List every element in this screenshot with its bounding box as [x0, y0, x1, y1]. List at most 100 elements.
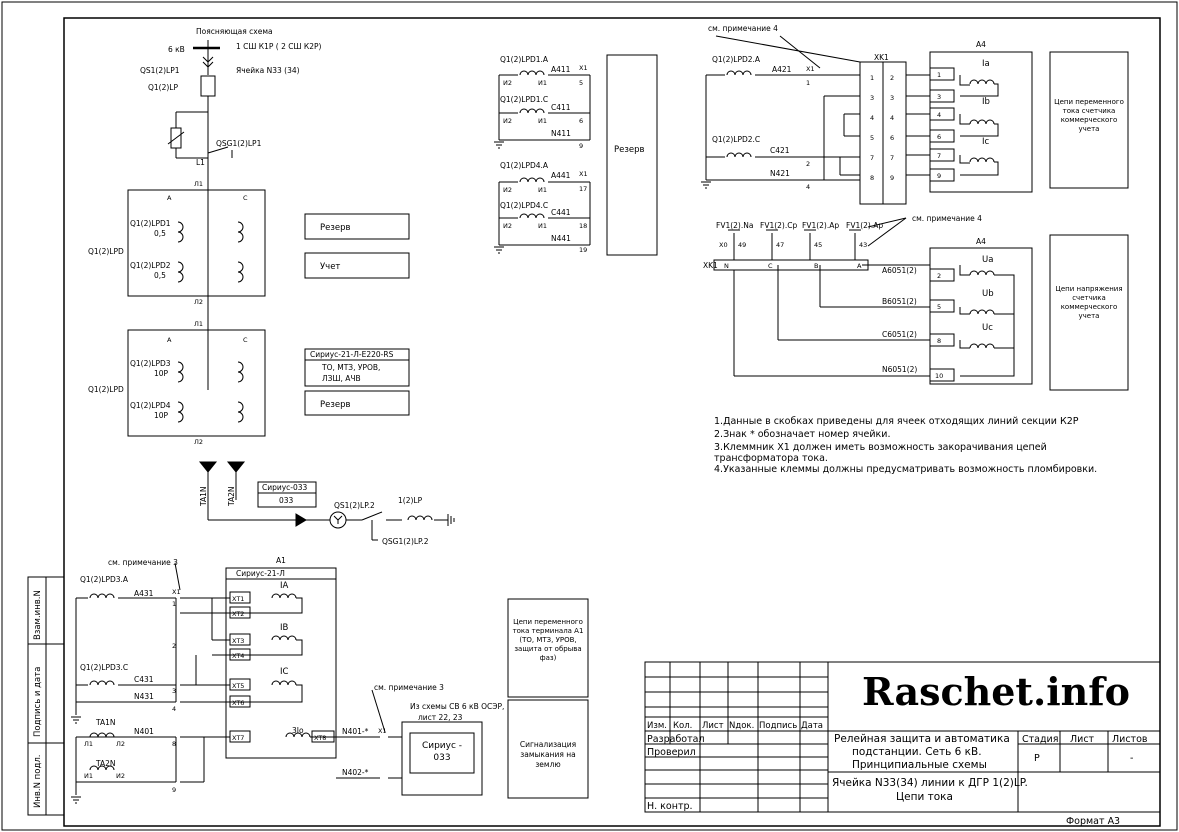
- cable-section: [198, 461, 455, 541]
- svg-text:И1: И1: [538, 79, 547, 87]
- svg-text:FV1(2).Ap: FV1(2).Ap: [802, 221, 839, 230]
- svg-text:Л2: Л2: [194, 438, 203, 446]
- svg-text:Q1(2)LPD3: Q1(2)LPD3: [130, 359, 171, 368]
- reserve-box-1: [304, 213, 410, 240]
- svg-text:4: 4: [172, 705, 176, 713]
- svg-text:Сириус-21-Л: Сириус-21-Л: [236, 569, 285, 578]
- subtitle-line-1: Ячейка N33(34) линии к ДГР 1(2)LP.: [832, 777, 1028, 789]
- svg-text:Q1(2)LPD1.C: Q1(2)LPD1.C: [500, 95, 548, 104]
- svg-text:4: 4: [937, 111, 941, 119]
- svg-text:18: 18: [579, 222, 587, 230]
- note-2: 2.Знак * обозначает номер ячейки.: [714, 429, 890, 440]
- svg-text:И1: И1: [538, 186, 547, 194]
- svg-text:XT3: XT3: [232, 637, 244, 645]
- left-margin-stamp: [27, 576, 65, 816]
- margin-label-inv-original: Инв.N подл.: [33, 755, 43, 808]
- svg-text:A6051(2): A6051(2): [882, 266, 917, 275]
- drawing-frame: [63, 17, 1161, 827]
- svg-text:X1: X1: [378, 727, 387, 735]
- note-3-cont: трансформатора тока.: [714, 453, 828, 464]
- svg-text:6: 6: [890, 134, 894, 142]
- svg-text:Лист: Лист: [702, 721, 724, 731]
- svg-text:N431: N431: [134, 692, 154, 701]
- svg-text:N: N: [724, 262, 729, 270]
- svg-text:10P: 10P: [154, 411, 169, 420]
- earth-fault-desc: Сигнализация замыкания на землю: [519, 740, 577, 769]
- svg-text:Q1(2)LPD2.C: Q1(2)LPD2.C: [712, 135, 760, 144]
- svg-text:Q1(2)LPD1.A: Q1(2)LPD1.A: [500, 55, 549, 64]
- switch-qs-label: QS1(2)LP1: [140, 66, 180, 75]
- sheets-label: Листов: [1112, 734, 1148, 745]
- note-1: 1.Данные в скобках приведены для ячеек о…: [714, 416, 1079, 427]
- svg-text:5: 5: [870, 134, 874, 142]
- earth-fault-desc-box: Сигнализация замыкания на землю: [519, 740, 577, 769]
- cell-label: Ячейка N33 (34): [236, 66, 300, 75]
- svg-text:И1: И1: [538, 117, 547, 125]
- svg-text:1: 1: [172, 600, 176, 608]
- format-label: Формат А3: [1066, 816, 1120, 827]
- svg-text:И1: И1: [538, 222, 547, 230]
- svg-text:Ub: Ub: [982, 289, 994, 299]
- svg-text:лист 22, 23: лист 22, 23: [418, 713, 463, 722]
- svg-text:0,5: 0,5: [154, 229, 166, 238]
- svg-text:A421: A421: [772, 65, 792, 74]
- svg-text:3: 3: [937, 93, 941, 101]
- svg-text:1: 1: [806, 79, 810, 87]
- metering-note-4: см. примечание 4: [708, 24, 778, 33]
- relay-title: Сириус-21-Л-Е220-RS: [310, 350, 394, 359]
- svg-text:см. примечание 3: см. примечание 3: [108, 558, 178, 567]
- note-4: 4.Указанные клеммы должны предусматриват…: [714, 464, 1097, 475]
- svg-text:6: 6: [579, 117, 583, 125]
- reserve-box-2-label: Резерв: [320, 400, 351, 410]
- title-line-1: Релейная защита и автоматика: [834, 733, 1010, 745]
- svg-text:Q1(2)LPD: Q1(2)LPD: [88, 385, 124, 394]
- earthing-switch-label: QSG1(2)LP1: [216, 139, 262, 148]
- svg-text:2: 2: [890, 74, 894, 82]
- svg-text:1: 1: [937, 71, 941, 79]
- svg-text:XK1: XK1: [703, 261, 718, 270]
- svg-text:FV1(2).Na: FV1(2).Na: [716, 221, 753, 230]
- svg-text:2: 2: [937, 272, 941, 280]
- svg-text:7: 7: [937, 152, 941, 160]
- svg-text:N401: N401: [134, 727, 154, 736]
- svg-text:45: 45: [814, 241, 822, 249]
- stage-value: Р: [1034, 753, 1040, 764]
- svg-text:Л2: Л2: [116, 740, 125, 748]
- svg-text:XT2: XT2: [232, 610, 244, 618]
- svg-text:A411: A411: [551, 65, 571, 74]
- sirius-033-short: 033: [279, 496, 294, 505]
- metering-current-desc-box: Цепи переменного тока счетчика коммерчес…: [1054, 98, 1124, 133]
- node-l1-label: L1: [196, 158, 205, 167]
- svg-text:1: 1: [870, 74, 874, 82]
- svg-text:10: 10: [935, 372, 943, 380]
- svg-text:XT6: XT6: [232, 699, 244, 707]
- metering-current-desc: Цепи переменного тока счетчика коммерчес…: [1054, 98, 1124, 133]
- svg-text:5: 5: [579, 79, 583, 87]
- svg-text:17: 17: [579, 185, 587, 193]
- svg-text:Q1(2)LPD4.A: Q1(2)LPD4.A: [500, 161, 549, 170]
- svg-text:49: 49: [738, 241, 746, 249]
- svg-text:9: 9: [937, 172, 941, 180]
- bus-section-label: 1 СШ К1Р ( 2 СШ К2Р): [236, 42, 322, 51]
- svg-text:A1: A1: [276, 556, 286, 565]
- svg-text:X0: X0: [719, 241, 728, 249]
- notes: 1.Данные в скобках приведены для ячеек о…: [714, 416, 1097, 475]
- svg-text:47: 47: [776, 241, 784, 249]
- metering-voltage-circuit: [713, 217, 1129, 391]
- svg-text:И2: И2: [503, 222, 512, 230]
- svg-text:N401-*: N401-*: [342, 727, 369, 736]
- svg-text:8: 8: [870, 174, 874, 182]
- svg-text:Л1: Л1: [84, 740, 93, 748]
- svg-text:C: C: [243, 336, 248, 344]
- svg-text:N441: N441: [551, 234, 571, 243]
- checked-label: Проверил: [647, 747, 696, 758]
- svg-text:Q1(2)LPD2: Q1(2)LPD2: [130, 261, 171, 270]
- svg-text:9: 9: [890, 174, 894, 182]
- svg-text:X1: X1: [579, 64, 588, 72]
- svg-text:C441: C441: [551, 208, 571, 217]
- svg-text:И2: И2: [503, 117, 512, 125]
- sirius-033-bottom-label: Сириус - 033: [421, 741, 463, 763]
- svg-text:A431: A431: [134, 589, 154, 598]
- sirius-033-box: [257, 481, 317, 508]
- svg-text:N6051(2): N6051(2): [882, 365, 917, 374]
